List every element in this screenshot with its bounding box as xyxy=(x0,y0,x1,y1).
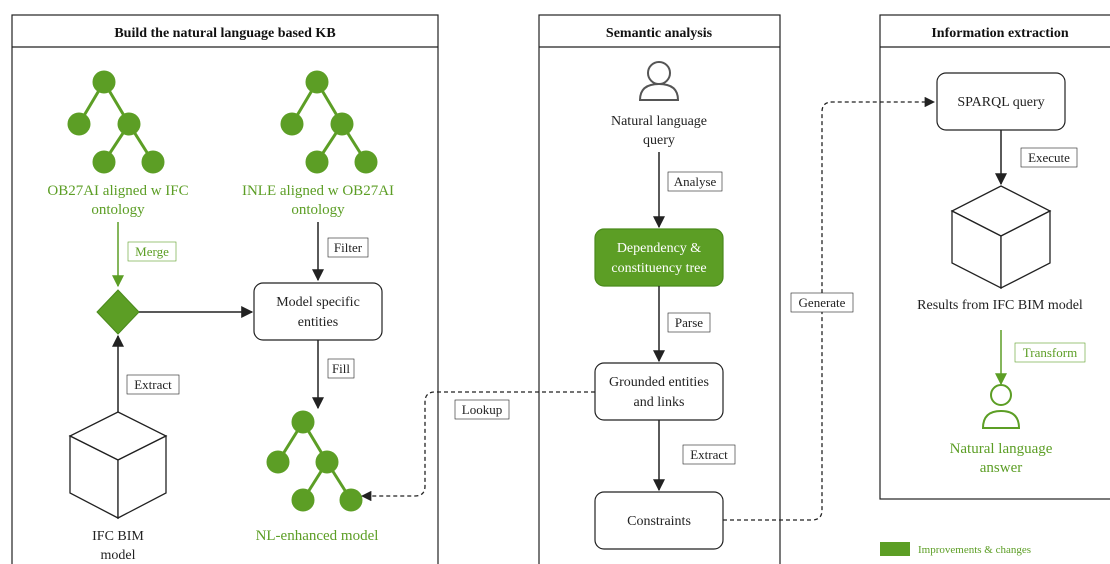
nl-enhanced-model-tree-icon xyxy=(266,410,363,512)
panel-title-build-kb: Build the natural language based KB xyxy=(114,26,335,41)
generate-label-box xyxy=(790,292,854,313)
grounded-entities-node xyxy=(594,362,724,421)
inle-ontology-label-line1: INLE aligned w OB27AI xyxy=(242,183,394,199)
analyse-label-box xyxy=(667,171,723,192)
dependency-tree-label-line2: constituency tree xyxy=(611,261,706,276)
transform-label-box xyxy=(1014,342,1086,363)
grounded-entities-label-line1: Grounded entities xyxy=(609,375,709,390)
extract-label-left: Extract xyxy=(134,377,172,392)
results-label: Results from IFC BIM model xyxy=(917,298,1083,313)
results-cube-icon xyxy=(950,185,1052,290)
sparql-query-label: SPARQL query xyxy=(957,95,1044,110)
panel-semantic-analysis: Semantic analysis xyxy=(538,14,781,564)
grounded-entities-label-line2: and links xyxy=(634,395,685,410)
generate-label: Generate xyxy=(799,295,846,310)
ifc-bim-model-label-line1: IFC BIM xyxy=(92,529,144,544)
natural-language-query-label-line1: Natural language xyxy=(611,114,707,129)
nl-enhanced-model-label: NL-enhanced model xyxy=(256,528,379,544)
user-answer-icon xyxy=(981,384,1021,429)
extract-label-box-left xyxy=(126,374,180,395)
fill-label: Fill xyxy=(332,361,350,376)
legend-label: Improvements & changes xyxy=(918,544,1031,556)
lookup-label: Lookup xyxy=(462,402,502,417)
ob27ai-ontology-label-line2: ontology xyxy=(91,202,145,218)
ontology-tree-icon xyxy=(67,70,165,174)
execute-label-box xyxy=(1020,147,1078,168)
panel-title-information-extraction: Information extraction xyxy=(931,26,1068,41)
ifc-bim-model-label-line2: model xyxy=(101,548,136,563)
inle-ontology-label-line2: ontology xyxy=(291,202,345,218)
merge-label-box xyxy=(127,241,177,262)
legend: Improvements & changes xyxy=(880,542,1031,556)
panel-build-kb: Build the natural language based KB xyxy=(11,14,439,564)
ob27ai-ontology-label-line1: OB27AI aligned w IFC xyxy=(47,183,188,199)
analyse-label: Analyse xyxy=(674,174,717,189)
natural-language-answer-label-line1: Natural language xyxy=(950,441,1053,457)
ontology-tree-icon xyxy=(280,70,378,174)
lookup-connector xyxy=(360,391,595,502)
merge-diamond xyxy=(96,289,140,335)
filter-label-box xyxy=(327,237,369,258)
parse-label-box xyxy=(667,312,711,333)
panel-title-semantic-analysis: Semantic analysis xyxy=(606,26,713,41)
fill-label-box xyxy=(327,358,355,379)
model-specific-entities-label-line1: Model specific xyxy=(276,295,360,310)
model-specific-entities-label-line2: entities xyxy=(298,315,338,330)
extract-label-box-middle xyxy=(682,444,736,465)
user-icon xyxy=(638,61,680,101)
extract-label-middle: Extract xyxy=(690,447,728,462)
lookup-label-box xyxy=(454,399,510,420)
dependency-constituency-tree-node xyxy=(594,228,724,287)
panel-information-extraction: Information extraction xyxy=(879,14,1110,500)
parse-label: Parse xyxy=(675,315,703,330)
transform-label: Transform xyxy=(1023,345,1077,360)
legend-swatch xyxy=(880,542,910,556)
filter-label: Filter xyxy=(334,240,363,255)
natural-language-answer-label-line2: answer xyxy=(980,460,1022,476)
execute-label: Execute xyxy=(1028,150,1070,165)
ifc-bim-cube-icon xyxy=(68,411,168,520)
dependency-tree-label-line1: Dependency & xyxy=(617,241,701,256)
merge-label: Merge xyxy=(135,244,169,259)
model-specific-entities-node xyxy=(253,282,383,341)
constraints-label: Constraints xyxy=(627,514,691,529)
natural-language-query-label-line2: query xyxy=(643,133,675,148)
